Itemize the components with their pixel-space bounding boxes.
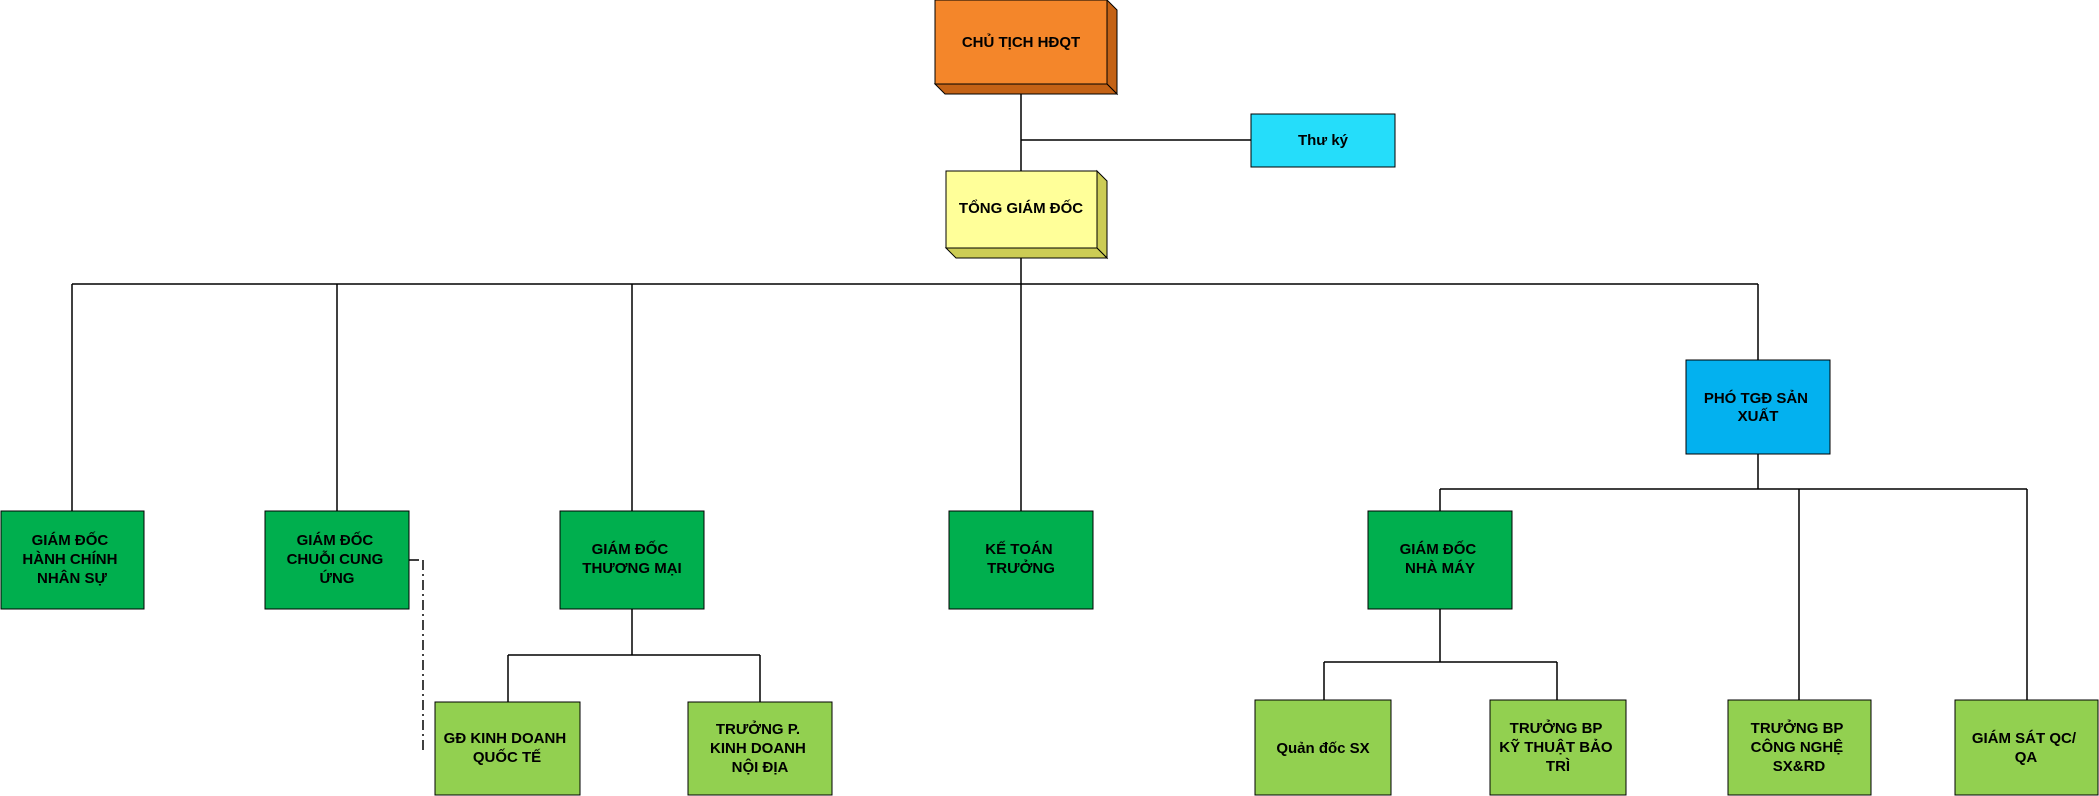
chairman-label: CHỦ TỊCH HĐQT <box>962 33 1080 51</box>
hr-director-label: GIÁM ĐỐC HÀNH CHÍNH NHÂN SỰ <box>22 531 121 587</box>
intl-business-director-box: GĐ KINH DOANH QUỐC TẾ <box>434 701 581 796</box>
technology-head-label: TRƯỞNG BP CÔNG NGHỆ SX&RD <box>1751 719 1848 775</box>
supply-director-box: GIÁM ĐỐC CHUỖI CUNG ỨNG <box>264 510 410 610</box>
technology-head-box: TRƯỞNG BP CÔNG NGHỆ SX&RD <box>1727 699 1872 796</box>
qc-supervisor-label: GIÁM SÁT QC/ QA <box>1972 730 2080 766</box>
production-foreman-box: Quản đốc SX <box>1254 699 1392 796</box>
chief-accountant-box: KẾ TOÁN TRƯỞNG <box>948 510 1094 610</box>
supply-director-label: GIÁM ĐỐC CHUỖI CUNG ỨNG <box>287 531 388 587</box>
commercial-director-label: GIÁM ĐỐC THƯƠNG MẠI <box>582 540 681 577</box>
commercial-director-box: GIÁM ĐỐC THƯƠNG MẠI <box>559 510 705 610</box>
factory-director-box: GIÁM ĐỐC NHÀ MÁY <box>1367 510 1513 610</box>
vice-ceo-production-box: PHÓ TGĐ SẢN XUẤT <box>1685 359 1831 455</box>
connector-lines <box>71 84 2028 702</box>
maintenance-head-box: TRƯỞNG BP KỸ THUẬT BẢO TRÌ <box>1489 699 1627 796</box>
secretary-label: Thư ký <box>1298 132 1349 149</box>
dotted-connector-supply-intl <box>409 559 424 752</box>
ceo-label: TỔNG GIÁM ĐỐC <box>959 199 1083 217</box>
domestic-sales-head-box: TRƯỞNG P. KINH DOANH NỘI ĐỊA <box>687 701 833 796</box>
chairman-box: CHỦ TỊCH HĐQT <box>933 0 1119 96</box>
secretary-box: Thư ký <box>1250 113 1396 168</box>
qc-supervisor-box: GIÁM SÁT QC/ QA <box>1954 699 2099 796</box>
vice-ceo-production-label: PHÓ TGĐ SẢN XUẤT <box>1704 389 1812 425</box>
maintenance-head-label: TRƯỞNG BP KỸ THUẬT BẢO TRÌ <box>1499 719 1617 775</box>
factory-director-label: GIÁM ĐỐC NHÀ MÁY <box>1400 540 1481 577</box>
hr-director-box: GIÁM ĐỐC HÀNH CHÍNH NHÂN SỰ <box>0 510 145 610</box>
ceo-box: TỔNG GIÁM ĐỐC <box>944 169 1109 260</box>
chief-accountant-label: KẾ TOÁN TRƯỞNG <box>985 541 1056 577</box>
domestic-sales-head-label: TRƯỞNG P. KINH DOANH NỘI ĐỊA <box>710 720 810 776</box>
production-foreman-label: Quản đốc SX <box>1276 740 1369 757</box>
intl-business-director-label: GĐ KINH DOANH QUỐC TẾ <box>444 730 571 766</box>
